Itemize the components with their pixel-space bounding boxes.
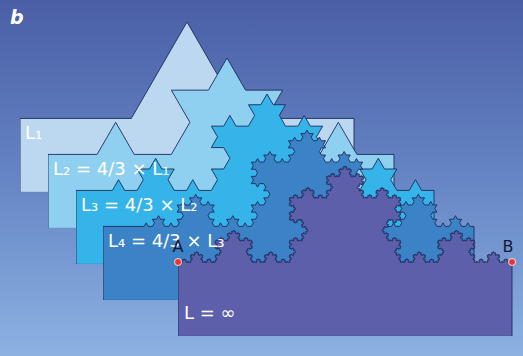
length-label: L₃ = 4/3 × L₂ xyxy=(81,194,198,216)
point-b xyxy=(509,259,516,266)
koch-layer: L = ∞ xyxy=(178,163,513,336)
koch-outline xyxy=(178,166,512,336)
panel-letter: b xyxy=(10,6,24,29)
length-label: L₁ xyxy=(25,122,42,144)
length-label: L = ∞ xyxy=(184,302,236,324)
point-label: B xyxy=(503,237,514,256)
point-label: A xyxy=(173,237,184,256)
length-label: L₄ = 4/3 × L₃ xyxy=(108,230,225,252)
point-a xyxy=(175,259,182,266)
length-label: L₂ = 4/3 × L₁ xyxy=(53,158,170,180)
